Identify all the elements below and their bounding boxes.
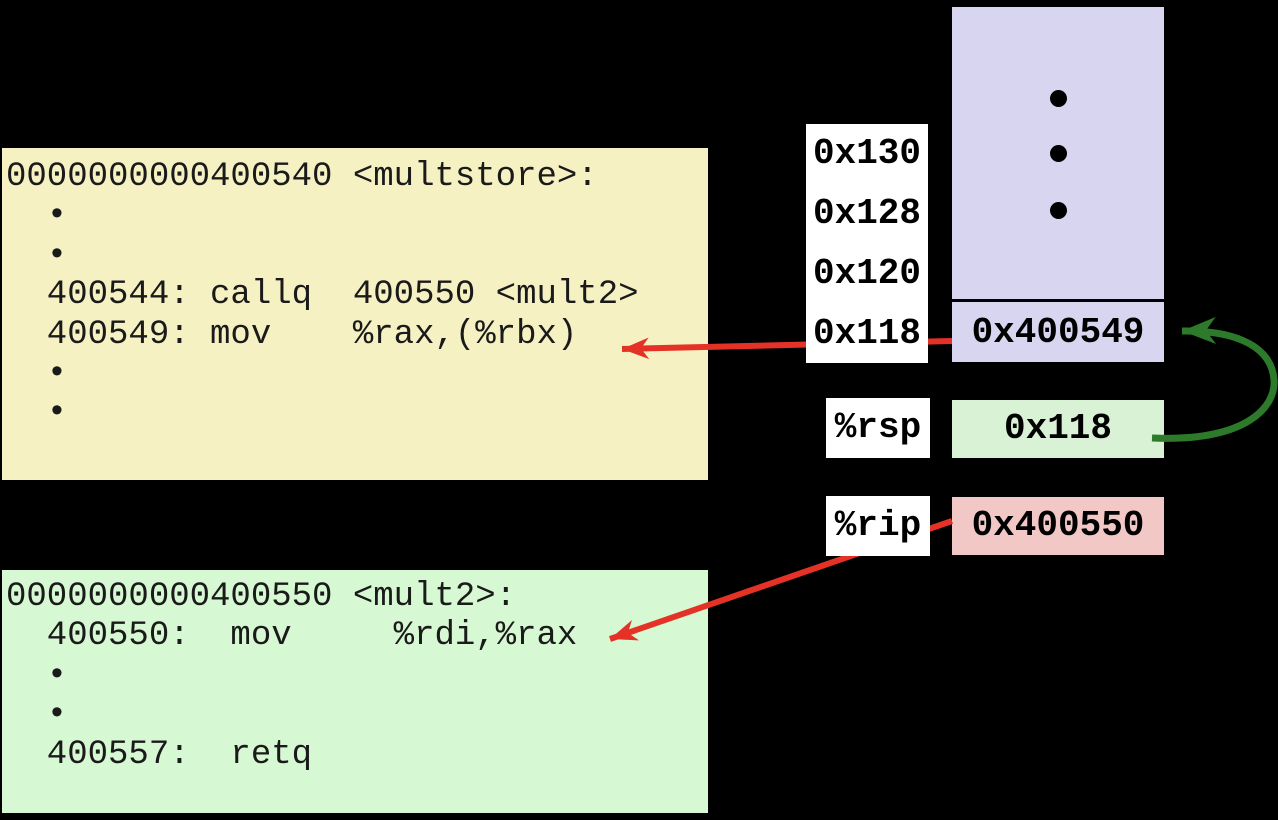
address-label: 0x128 [812, 193, 922, 235]
code-line-ellipsis: • [6, 197, 68, 236]
rsp-value: 0x118 [952, 400, 1164, 458]
code-line-ellipsis: • [6, 355, 68, 394]
mult2-disassembly-box: 0000000000400550 <mult2>: 400550: mov %r… [2, 570, 708, 813]
stack-return-address-value: 0x400549 [971, 312, 1145, 353]
address-label: 0x130 [812, 133, 922, 175]
rip-value: 0x400550 [952, 497, 1164, 555]
stack-box: 0x400549 [952, 7, 1164, 362]
code-line-mov: 400549: mov %rax,(%rbx) [6, 315, 578, 354]
stack-ellipsis-dot [1050, 90, 1067, 107]
stack-ellipsis-dot [1050, 145, 1067, 162]
code-line-callq: 400544: callq 400550 <mult2> [6, 276, 639, 315]
code-line-ellipsis: • [6, 656, 68, 695]
multstore-disassembly-box: 0000000000400540 <multstore>: • • 400544… [2, 148, 708, 480]
code-line-retq: 400557: retq [6, 735, 313, 774]
code-line: 0000000000400550 <mult2>: [6, 578, 517, 616]
code-line-ellipsis: • [6, 696, 68, 735]
code-line-ellipsis: • [6, 394, 68, 433]
stack-divider-line [952, 299, 1164, 302]
stack-ellipsis-dot [1050, 202, 1067, 219]
code-line-ellipsis: • [6, 236, 68, 275]
address-label: 0x120 [812, 252, 922, 294]
stack-address-labels-box: 0x130 0x128 0x120 0x118 [806, 124, 928, 363]
rsp-points-to-stack-arrow [1151, 316, 1278, 442]
rip-register-label: %rip [826, 496, 930, 556]
address-label: 0x118 [812, 312, 922, 354]
rsp-register-label: %rsp [826, 398, 930, 458]
code-line: 0000000000400540 <multstore>: [6, 158, 598, 196]
code-line-mov: 400550: mov %rdi,%rax [6, 617, 578, 656]
